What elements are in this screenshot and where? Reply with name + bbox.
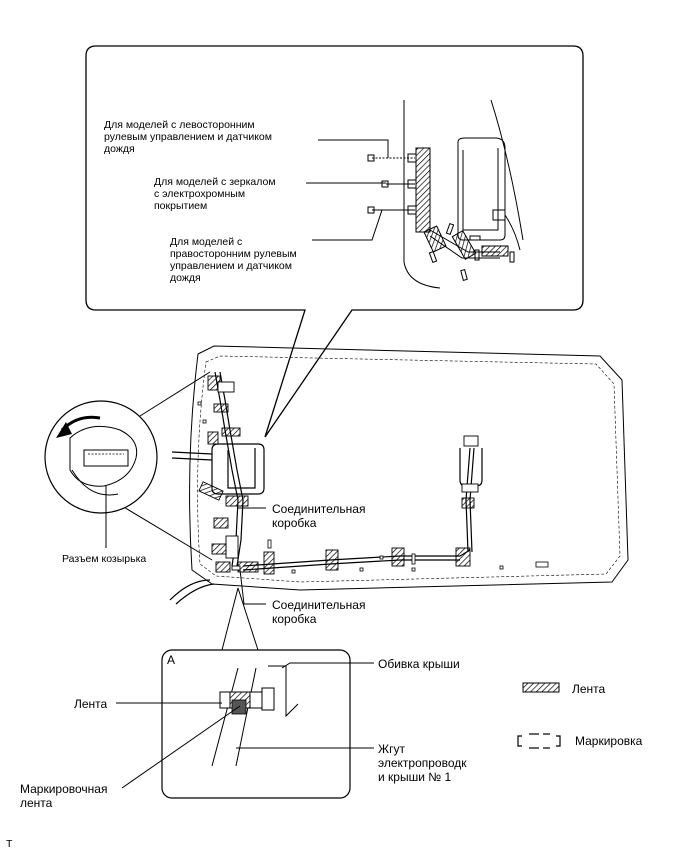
junction-leaders <box>238 507 266 605</box>
label-visor-connector: Разъем козырька <box>62 553 147 565</box>
label-roof-lining: Обивка крыши <box>378 657 460 671</box>
callout-panel <box>85 45 584 438</box>
label-junction-box-2: Соединительная коробка <box>272 598 366 626</box>
callout-harness-detail <box>367 99 524 289</box>
legend-tape-label: Лента <box>572 682 606 696</box>
legend-symbols <box>517 682 561 749</box>
detail-a-box <box>161 649 351 799</box>
detail-a-callout <box>221 587 259 651</box>
label-marking-tape: Маркировочная лента <box>20 782 108 810</box>
label-tape: Лента <box>74 697 108 711</box>
visor-detail <box>44 371 213 561</box>
detail-a-leaders <box>116 662 374 789</box>
label-junction-box-1: Соединительная коробка <box>272 502 366 530</box>
legend-marking-label: Маркировка <box>575 734 643 748</box>
roof-outline <box>189 345 629 591</box>
footer-code: T <box>6 838 13 850</box>
label-rhd-rain-sensor: Для моделей с правосторонним рулевым упр… <box>170 236 297 284</box>
harness-tape-sections <box>198 375 479 575</box>
callout-leaders <box>306 139 389 241</box>
detail-a-letter: A <box>167 653 176 667</box>
label-roof-harness-no1: Жгут электропроводк и крыши № 1 <box>378 742 467 784</box>
harness-clips <box>197 401 549 574</box>
label-lhd-rain-sensor: Для моделей с левосторонним рулевым упра… <box>104 119 272 155</box>
label-ec-mirror: Для моделей с зеркалом с электрохромным … <box>154 176 276 212</box>
